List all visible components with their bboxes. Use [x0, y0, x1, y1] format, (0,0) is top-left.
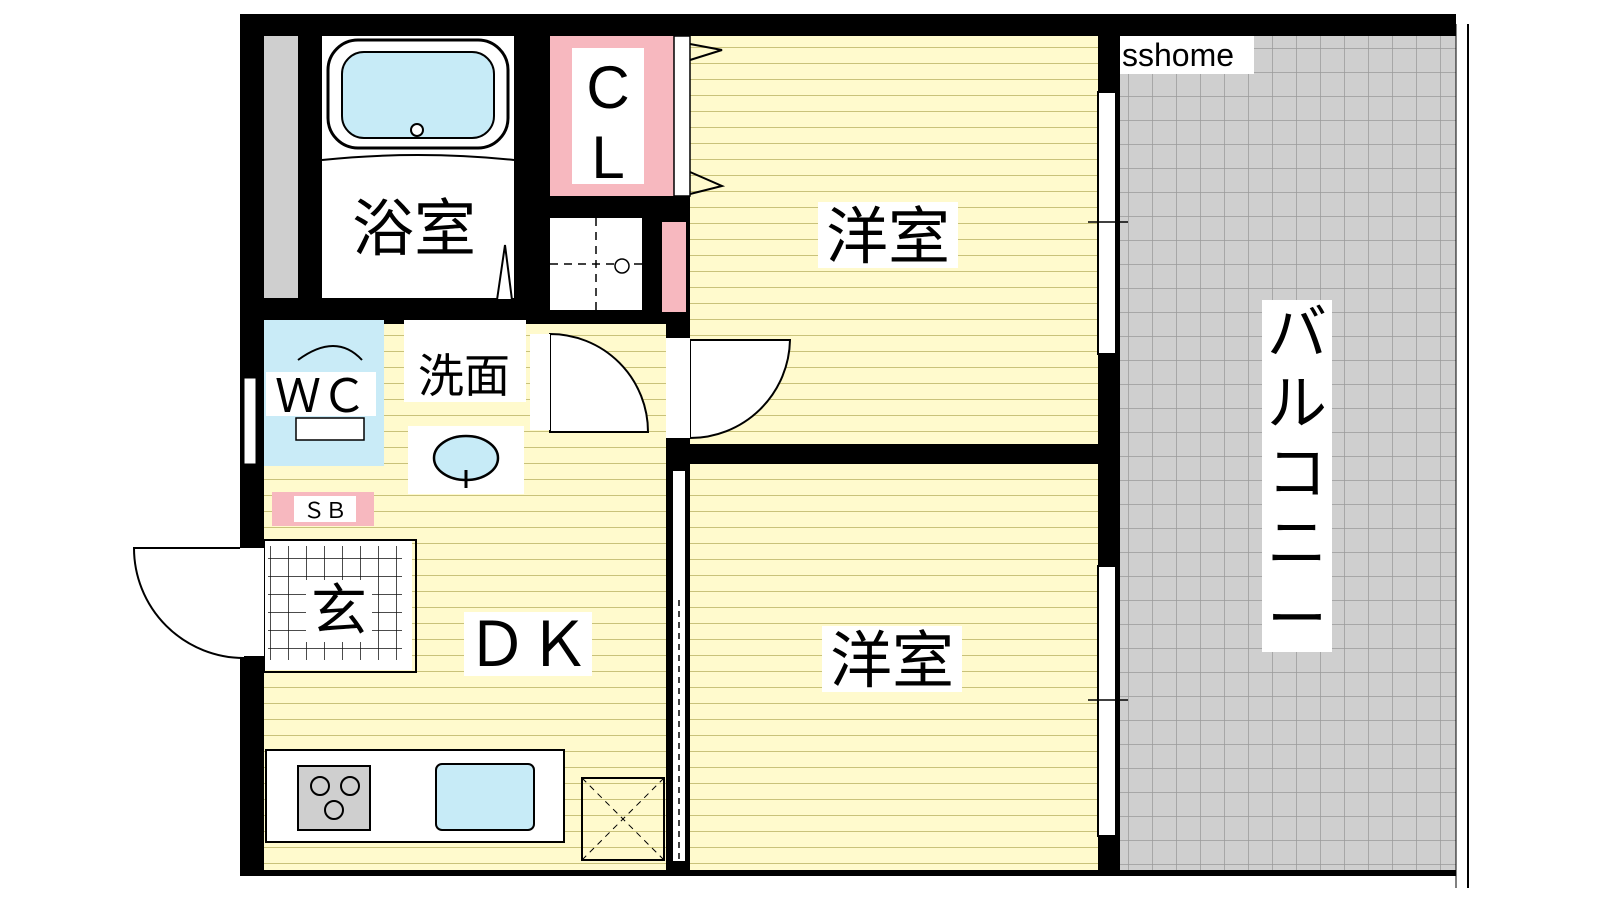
dk-label-bg: [464, 612, 592, 676]
small-storage: [662, 222, 686, 312]
closet-label-c: C: [586, 54, 629, 121]
western-bottom-label: 洋室: [830, 624, 954, 697]
balcony-label-char-4: ニ: [1267, 509, 1327, 579]
closet-label-l: L: [591, 124, 624, 191]
bath-label-bg: [344, 192, 484, 262]
closet-door-arrow-icon-2: [689, 171, 726, 195]
bathtub-inner: [341, 51, 495, 139]
toilet-window: [243, 377, 257, 465]
closet-door-arrow-icon: [689, 43, 723, 61]
burner-icon-2: [340, 776, 360, 796]
western-door-swing: [689, 339, 792, 440]
closet-door: [673, 35, 691, 197]
entrance-label-bg: [306, 580, 372, 642]
shoe-box-label: ＳＢ: [303, 499, 347, 524]
bath-label: 浴室: [352, 192, 476, 265]
entrance-door-opening: [240, 548, 264, 656]
bathtub-curve: [321, 154, 515, 161]
dk-label: ＤＫ: [466, 608, 590, 681]
burner-icon-3: [324, 800, 344, 820]
entrance-label: 玄: [311, 579, 367, 644]
balcony-label-bg: [1262, 300, 1332, 652]
kitchen-sink: [435, 763, 535, 831]
western-top-label-bg: [818, 202, 958, 268]
balcony-label-char-3: コ: [1267, 439, 1327, 509]
washroom-label: 洗面: [418, 349, 510, 403]
washroom: [404, 320, 526, 402]
washroom-door-opening: [530, 334, 550, 430]
window-bottom: [1097, 565, 1117, 837]
bath-door-icon: [495, 244, 514, 301]
burner-icon-1: [310, 776, 330, 796]
western-top-label: 洋室: [826, 200, 950, 273]
watermark: sshome: [1122, 37, 1234, 73]
shoe-box-label-bg: [294, 496, 356, 522]
refrigerator-cross: [581, 777, 665, 861]
stove: [297, 765, 371, 831]
washroom-door-swing: [549, 332, 650, 433]
toilet-tank: [295, 417, 365, 441]
balcony-label-char-5: ー: [1267, 585, 1327, 655]
balcony-label-char-2: ル: [1267, 369, 1327, 439]
window-top: [1097, 91, 1117, 355]
left-shelf: [264, 36, 298, 298]
balcony-label: バ ル コ ニ ー: [1267, 299, 1327, 655]
washing-machine-drain-icon: [614, 258, 630, 274]
bathtub-drain-icon: [410, 123, 424, 137]
refrigerator-space: [581, 777, 665, 861]
toilet-label-bg: [266, 372, 376, 416]
closet-label-bg: [572, 48, 644, 184]
western-door-opening: [666, 338, 690, 438]
toilet-icon: [297, 345, 363, 361]
balcony-label-char-1: バ: [1267, 299, 1327, 369]
entrance-door-swing: [132, 547, 245, 659]
western-bottom-label-bg: [822, 626, 962, 692]
toilet-label: ＷＣ: [275, 369, 367, 423]
watermark-bg: [1120, 36, 1254, 74]
